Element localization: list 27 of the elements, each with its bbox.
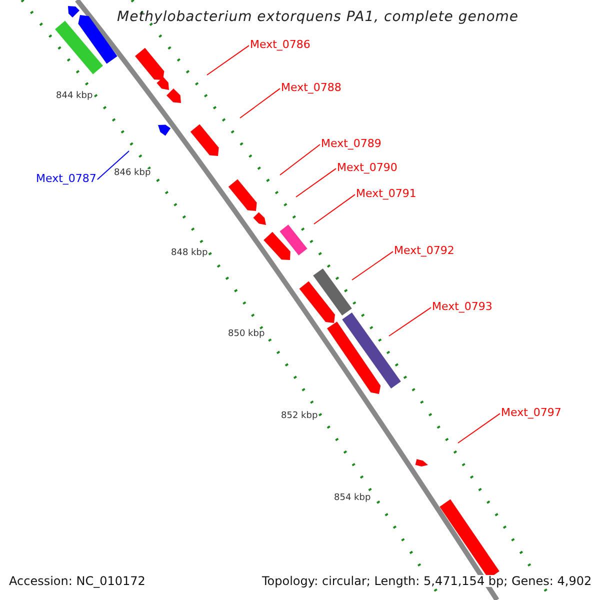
gene-label: Mext_0789: [321, 138, 382, 149]
leader-line: [240, 88, 280, 118]
position-label: 844 kbp: [56, 92, 93, 102]
leader-line: [280, 144, 320, 176]
gene-label: Mext_0786: [250, 38, 310, 50]
gene-label: Mext_0792: [394, 244, 454, 256]
leader-line: [96, 150, 130, 180]
genome-stats-label: Topology: circular; Length: 5,471,154 bp; Genes: 4,902: [262, 575, 592, 588]
title: Methylobacterium extorquens PA1, complete genome: [117, 10, 519, 24]
position-label: 854 kbp: [334, 494, 371, 504]
position-label: 850 kbp: [228, 330, 265, 340]
leader-line: [388, 307, 432, 336]
gene-label: Mext_0797: [501, 406, 562, 418]
leader-line: [314, 194, 356, 224]
position-label: 846 kbp: [114, 169, 151, 178]
gene-label: Mext_0791: [356, 188, 416, 199]
gene-label: Mext_0788: [281, 82, 342, 93]
gene-label: Mext_0793: [432, 300, 492, 312]
leader-line: [206, 45, 250, 76]
leader-line: [296, 168, 336, 198]
accession-label: Accession: NC_010172: [9, 575, 146, 588]
position-label: 848 kbp: [171, 249, 208, 258]
leader-line: [458, 413, 500, 444]
gene-label: Mext_0790: [337, 162, 398, 173]
leader-line: [352, 251, 394, 280]
gene-label: Mext_0787: [36, 172, 96, 184]
position-label: 852 kbp: [281, 412, 318, 422]
